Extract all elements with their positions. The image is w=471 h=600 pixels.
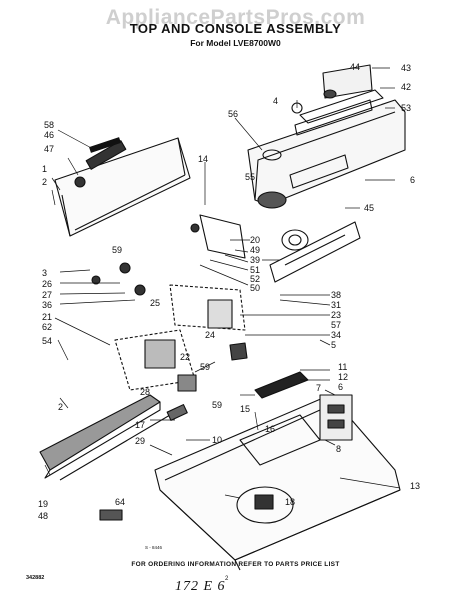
callout-7: 7 — [316, 383, 321, 393]
callout-64: 64 — [115, 497, 125, 507]
callout-59c: 59 — [212, 400, 222, 410]
front-brace — [269, 221, 361, 283]
callout-52: 52 — [250, 274, 260, 284]
callout-19: 19 — [38, 499, 48, 509]
callout-56: 56 — [228, 109, 238, 119]
callout-38: 38 — [331, 290, 341, 300]
top-deck — [154, 394, 401, 571]
callout-5: 5 — [331, 340, 336, 350]
callout-53: 53 — [401, 103, 411, 113]
callout-27: 27 — [42, 290, 52, 300]
callout-8: 8 — [336, 444, 341, 454]
callout-47: 47 — [44, 144, 54, 154]
ordering-note: FOR ORDERING INFORMATION REFER TO PARTS … — [131, 561, 340, 568]
callout-labels: 58 46 47 1 2 14 56 55 4 44 43 42 53 6 45… — [38, 62, 420, 521]
callout-34: 34 — [331, 330, 341, 340]
callout-11: 11 — [338, 362, 347, 372]
callout-59a: 59 — [112, 245, 122, 255]
callout-2: 2 — [42, 177, 47, 187]
bracket — [199, 214, 246, 259]
callout-51: 51 — [250, 265, 260, 275]
callout-3: 3 — [42, 268, 47, 278]
page-title: TOP AND CONSOLE ASSEMBLY — [129, 21, 342, 36]
callout-43: 43 — [401, 63, 411, 73]
small-part-17 — [166, 404, 188, 421]
callout-49: 49 — [250, 245, 260, 255]
callout-1: 1 — [42, 164, 47, 174]
leader-lines — [44, 67, 401, 499]
callout-16: 16 — [265, 424, 275, 434]
callout-45: 45 — [364, 203, 374, 213]
callout-44: 44 — [350, 62, 360, 72]
callout-28: 28 — [140, 387, 150, 397]
callout-59b: 59 — [200, 362, 210, 372]
callout-42: 42 — [401, 82, 411, 92]
timer-components — [114, 284, 248, 392]
callout-48: 48 — [38, 511, 48, 521]
callout-31: 31 — [331, 300, 341, 310]
callout-17: 17 — [135, 420, 145, 430]
callout-24: 24 — [205, 330, 215, 340]
callout-15: 15 — [240, 404, 250, 414]
callout-6b: 6 — [338, 382, 343, 392]
callout-57: 57 — [331, 320, 341, 330]
terminal-block — [319, 394, 353, 441]
scale-mark: S - 8446 — [145, 545, 163, 550]
callout-20: 20 — [250, 235, 260, 245]
callout-14: 14 — [198, 154, 208, 164]
callout-55: 55 — [245, 172, 255, 182]
callout-22: 22 — [180, 352, 190, 362]
callout-54: 54 — [42, 336, 52, 346]
callout-12: 12 — [338, 372, 348, 382]
handwritten-note: 172 E 6 — [175, 579, 226, 594]
callout-58: 58 — [44, 120, 54, 130]
drawing-code: 342882 — [26, 575, 45, 581]
callout-13: 13 — [410, 481, 420, 491]
callout-25a: 25 — [150, 298, 160, 308]
callout-29: 29 — [135, 436, 145, 446]
page-number: 2 — [225, 576, 229, 582]
model-subtitle: For Model LVE8700W0 — [190, 38, 281, 48]
control-panel-left — [54, 137, 191, 237]
callout-46: 46 — [44, 130, 54, 140]
callout-2b: 2 — [58, 402, 63, 412]
small-part-64 — [99, 509, 123, 521]
callout-50: 50 — [250, 283, 260, 293]
callout-4: 4 — [273, 96, 278, 106]
watermark: AppliancePartsPros.com — [105, 6, 366, 29]
callout-6: 6 — [410, 175, 415, 185]
side-rail — [39, 394, 171, 481]
callout-36: 36 — [42, 300, 52, 310]
console-panel — [247, 64, 406, 209]
callout-10: 10 — [212, 435, 222, 445]
callout-23: 23 — [331, 310, 341, 320]
callout-26: 26 — [42, 279, 52, 289]
callout-18: 18 — [285, 497, 295, 507]
callout-62: 62 — [42, 322, 52, 332]
callout-21: 21 — [42, 312, 52, 322]
callout-39: 39 — [250, 255, 260, 265]
